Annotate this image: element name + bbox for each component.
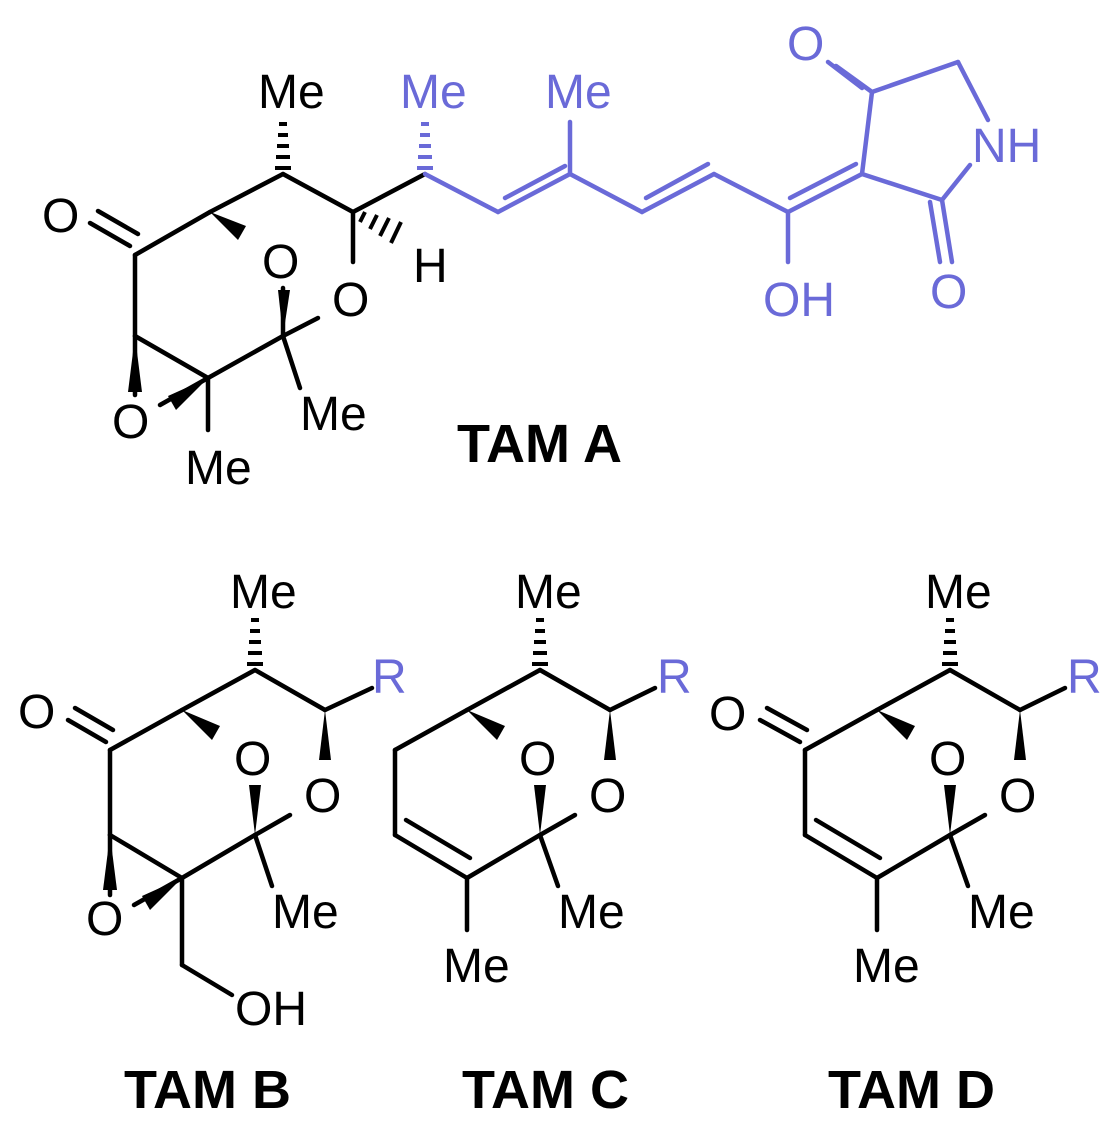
tam-d-wedge-2 xyxy=(1014,710,1026,760)
tam-c-me-top-label: Me xyxy=(515,566,582,619)
tam-a-me-blue2-label: Me xyxy=(545,66,612,119)
tam-b-o-ring1-label: O xyxy=(234,733,271,786)
tam-a-o-ring1-label: O xyxy=(262,236,299,289)
tam-c-me-bottom-label: Me xyxy=(443,940,510,993)
tam-d-structure: Me R O O O Me Me TAM D xyxy=(709,566,1102,1120)
tam-b-me-top-label: Me xyxy=(230,566,297,619)
tam-c-wedge-2 xyxy=(604,710,616,760)
tam-a-wedge-3 xyxy=(128,336,142,392)
tam-a-hash-top xyxy=(275,122,291,170)
tam-a-wedge-2 xyxy=(278,290,290,336)
tam-d-me-right-label: Me xyxy=(968,886,1035,939)
tam-b-structure: Me R O O O O Me OH TAM B xyxy=(18,566,407,1120)
tam-b-hash-top xyxy=(247,618,263,666)
tam-c-wedge-3 xyxy=(534,785,546,835)
tam-a-o-bottom-label: O xyxy=(930,266,967,319)
tam-c-o-ring2-label: O xyxy=(589,770,626,823)
tam-a-wedge-4 xyxy=(168,378,208,410)
tam-d-o-ketone-label: O xyxy=(709,688,746,741)
tam-a-o-top-label: O xyxy=(787,18,824,71)
tam-a-me-bottom-label: Me xyxy=(185,442,252,495)
tam-b-wedge-3 xyxy=(249,785,261,835)
tam-a-side-chain xyxy=(422,59,991,265)
tam-d-o-ring2-label: O xyxy=(999,770,1036,823)
tam-d-me-top-label: Me xyxy=(925,566,992,619)
tam-c-wedge-1 xyxy=(467,710,505,740)
tam-a-oh-label: OH xyxy=(763,274,835,327)
tam-b-o-epoxide-label: O xyxy=(86,893,123,946)
tam-b-o-ring2-label: O xyxy=(304,770,341,823)
tam-a-me-top-label: Me xyxy=(258,66,325,119)
tam-a-hash-h xyxy=(358,211,403,244)
tam-d-o-ring1-label: O xyxy=(929,733,966,786)
tam-b-oh-label: OH xyxy=(235,983,307,1036)
tam-b-wedge-2 xyxy=(319,710,331,760)
tam-a-h-label: H xyxy=(413,240,448,293)
tam-a-o-ketone-label: O xyxy=(42,190,79,243)
tam-b-wedge-4 xyxy=(103,835,117,890)
tam-b-title: TAM B xyxy=(124,1060,291,1120)
tam-d-me-bottom-label: Me xyxy=(853,940,920,993)
tam-a-me-blue1-label: Me xyxy=(400,66,467,119)
tam-a-o-ring2-label: O xyxy=(332,274,369,327)
tam-b-r-label: R xyxy=(372,651,407,704)
tam-a-hash-blue xyxy=(417,122,433,170)
tam-c-hash-top xyxy=(532,618,548,666)
tam-d-hash-top xyxy=(942,618,958,666)
tam-a-nh-label: NH xyxy=(972,120,1041,173)
tam-a-wedge-1 xyxy=(210,212,246,240)
tam-d-r-label: R xyxy=(1067,651,1102,704)
tam-d-wedge-3 xyxy=(944,785,956,835)
tam-d-wedge-1 xyxy=(877,710,915,740)
tam-b-o-ketone-label: O xyxy=(18,686,55,739)
tam-c-o-ring1-label: O xyxy=(519,733,556,786)
tam-a-structure: Me Me Me O O O H O Me Me OH O NH O TAM A xyxy=(42,18,1041,495)
tam-d-title: TAM D xyxy=(828,1060,995,1120)
tam-a-me-right-label: Me xyxy=(300,388,367,441)
tam-b-wedge-5 xyxy=(142,878,182,910)
tam-c-title: TAM C xyxy=(462,1060,629,1120)
tam-b-wedge-1 xyxy=(182,710,220,740)
tam-c-r-label: R xyxy=(657,651,692,704)
tam-c-structure: Me R O O Me Me TAM C xyxy=(392,566,692,1120)
tam-a-o-epoxide-label: O xyxy=(112,396,149,449)
tam-c-me-right-label: Me xyxy=(558,886,625,939)
tam-b-me-right-label: Me xyxy=(272,886,339,939)
tam-a-title: TAM A xyxy=(457,414,622,474)
